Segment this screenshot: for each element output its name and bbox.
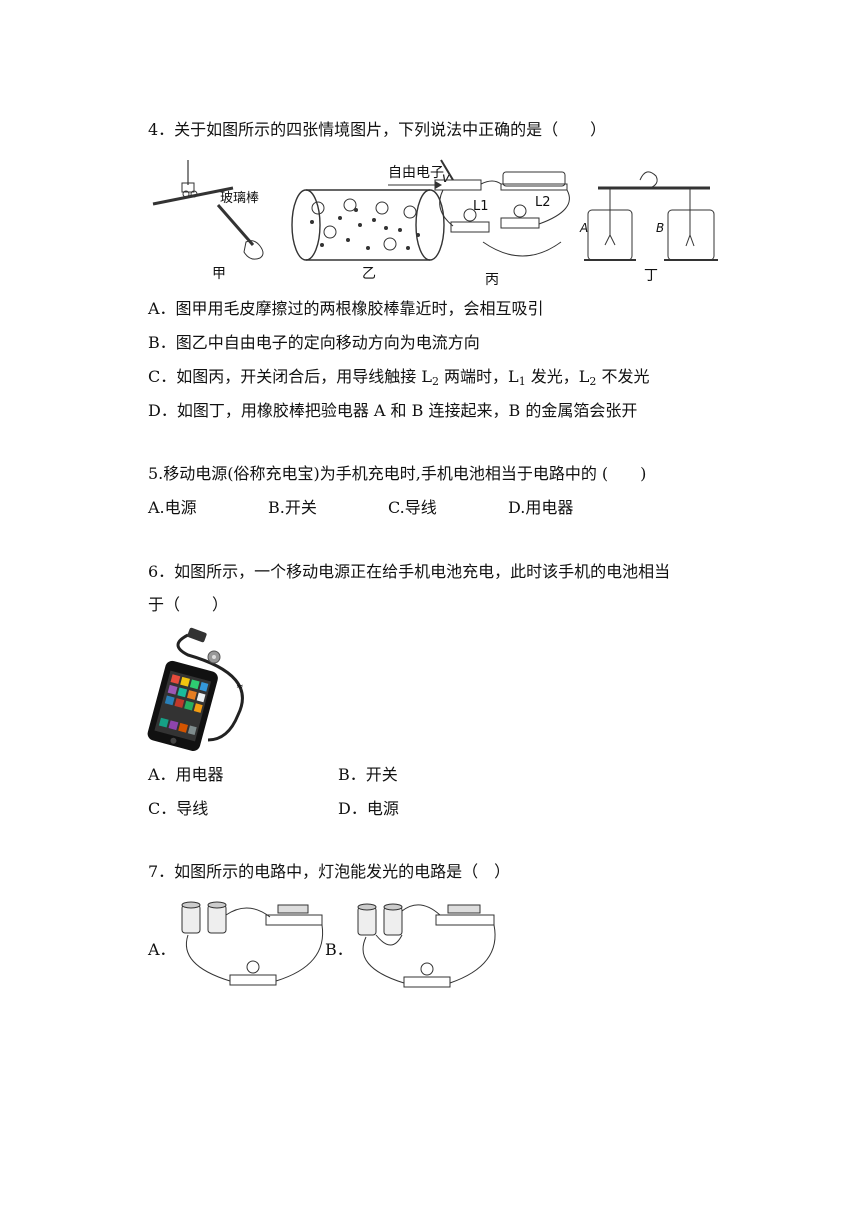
caption-ding: 丁 xyxy=(644,268,658,284)
q7-option-b: B． xyxy=(325,940,353,959)
l2-label: L2 xyxy=(535,195,551,210)
caption-bing: 丙 xyxy=(485,272,499,288)
v-label: v xyxy=(442,171,450,186)
q4-option-b: B．图乙中自由电子的定向移动方向为电流方向 xyxy=(148,333,480,352)
q4-stem: 4．关于如图所示的四张情境图片，下列说法中正确的是（ ） xyxy=(148,120,607,139)
glass-rod-label: 玻璃棒 xyxy=(220,191,259,206)
svg-text:≈: ≈ xyxy=(236,682,244,692)
q5-option-d: D.用电器 xyxy=(508,498,574,517)
b-label: B xyxy=(656,221,664,235)
q4-figure-ding: A B 丁 xyxy=(579,171,718,284)
phone-charging-image: ≈ xyxy=(147,625,258,755)
caption-yi: 乙 xyxy=(362,266,376,282)
caption-jia: 甲 xyxy=(212,266,226,282)
q7-option-a: A． xyxy=(148,940,176,959)
q4-figure: 玻璃棒 甲 自由电子 v 乙 L1 xyxy=(148,150,723,290)
a-label: A xyxy=(579,221,588,235)
q4-option-c: C．如图丙，开关闭合后，用导线触接 L2 两端时，L1 发光，L2 不发光 xyxy=(148,367,650,388)
q7-circuit-a xyxy=(178,895,328,1000)
free-electron-label: 自由电子 xyxy=(388,165,444,181)
q4-option-d: D．如图丁，用橡胶棒把验电器 A 和 B 连接起来，B 的金属箔会张开 xyxy=(148,401,638,420)
q6-option-b: B．开关 xyxy=(338,765,398,784)
q4-figure-bing: L1 L2 丙 xyxy=(434,159,570,288)
q7-stem: 7．如图所示的电路中，灯泡能发光的电路是（ ） xyxy=(148,862,511,881)
q7-circuit-b xyxy=(352,895,502,1000)
q4-figure-jia: 玻璃棒 甲 xyxy=(152,160,264,282)
q5-stem: 5.移动电源(俗称充电宝)为手机充电时,手机电池相当于电路中的 ( ) xyxy=(148,464,647,483)
q6-option-c: C．导线 xyxy=(148,799,209,818)
q6-option-a: A．用电器 xyxy=(148,765,224,784)
q5-option-b: B.开关 xyxy=(268,498,317,517)
q6-option-d: D．电源 xyxy=(338,799,399,818)
q5-option-a: A.电源 xyxy=(148,498,197,517)
q4-option-a: A．图甲用毛皮摩擦过的两根橡胶棒靠近时，会相互吸引 xyxy=(148,299,544,318)
q6-stem-line1: 6．如图所示，一个移动电源正在给手机电池充电，此时该手机的电池相当 xyxy=(148,562,671,581)
q6-stem-line2: 于（ ） xyxy=(148,595,229,614)
q5-option-c: C.导线 xyxy=(388,498,437,517)
l1-label: L1 xyxy=(473,199,489,214)
q4-figure-yi: 自由电子 v 乙 xyxy=(291,165,450,282)
